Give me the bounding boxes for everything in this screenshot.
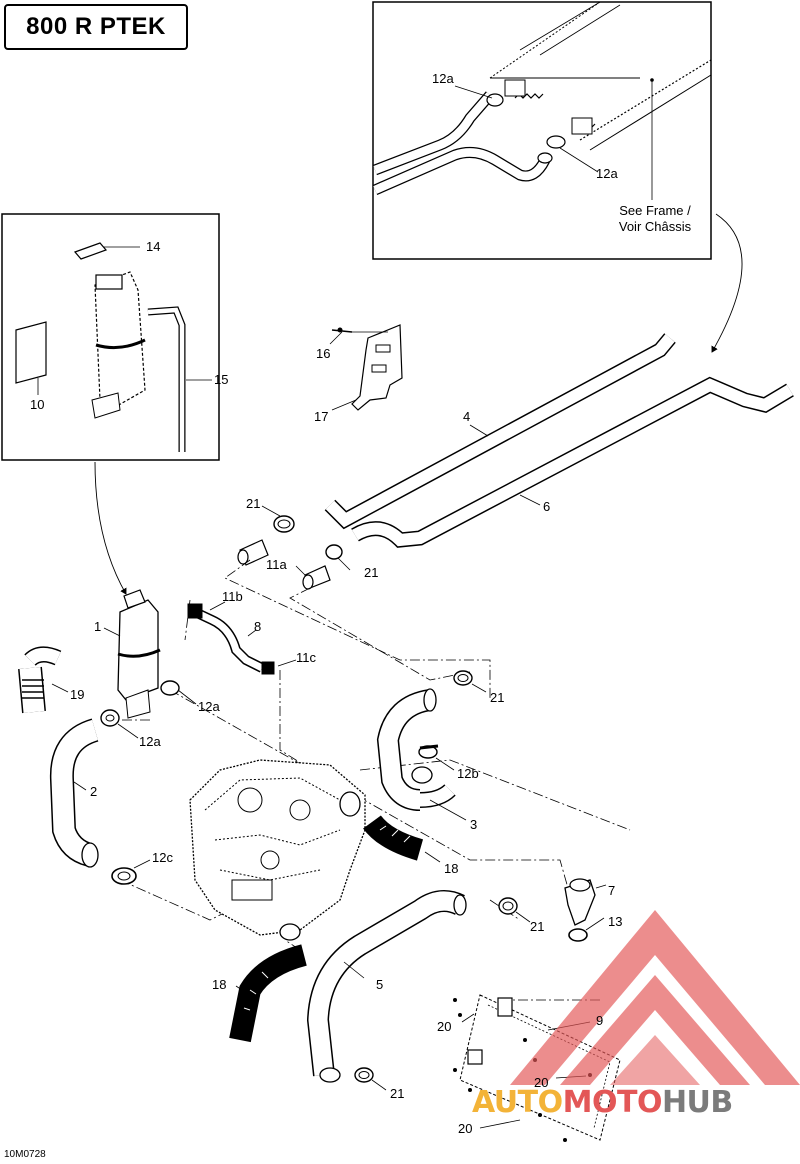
callout-5: 5 xyxy=(376,977,384,992)
hose-2 xyxy=(49,718,99,868)
callout-12a-left: 12a xyxy=(139,734,161,749)
callout-18-left: 18 xyxy=(212,977,227,992)
callout-20-c: 20 xyxy=(458,1121,473,1136)
clamps-12a-left xyxy=(100,680,197,739)
hose-18-left xyxy=(229,944,307,1043)
frame-note-line-2: Voir Châssis xyxy=(618,219,692,234)
callout-9: 9 xyxy=(596,1013,604,1028)
hose-3 xyxy=(376,688,467,821)
drawing-code: 10M0728 xyxy=(4,1149,46,1160)
callout-11c: 11c xyxy=(296,650,316,665)
bracket-17 xyxy=(329,324,403,411)
page-title: 800 R PTEK xyxy=(26,13,166,40)
callout-12a-top-2: 12a xyxy=(596,166,618,181)
callout-11b: 11b xyxy=(222,589,243,604)
callout-1: 1 xyxy=(94,619,102,634)
tank-1 xyxy=(103,589,161,719)
clamp-12c xyxy=(111,859,151,885)
tube-6 xyxy=(351,376,794,548)
callout-12a-top-1: 12a xyxy=(432,71,454,86)
title-box: 800 R PTEK xyxy=(4,4,188,50)
callout-21-right-1: 21 xyxy=(490,690,505,705)
callout-21-right-2: 21 xyxy=(530,919,545,934)
callout-10: 10 xyxy=(30,397,45,412)
hose-8 xyxy=(187,601,297,675)
engine-block xyxy=(189,759,366,941)
callout-21-bottom: 21 xyxy=(390,1086,405,1101)
callout-8: 8 xyxy=(254,619,262,634)
callout-21-top: 21 xyxy=(246,496,261,511)
callout-12b: 12b xyxy=(457,766,479,781)
watermark-part-1: AUTO xyxy=(472,1085,563,1120)
watermark-text: AUTOMOTOHUB xyxy=(472,1085,733,1120)
callout-18-right: 18 xyxy=(444,861,459,876)
clamp-21-right xyxy=(453,670,487,693)
callout-17: 17 xyxy=(314,409,329,424)
watermark-logo xyxy=(510,910,800,1085)
callout-11a: 11a xyxy=(266,557,287,572)
clamp-12b xyxy=(418,744,455,771)
callout-3: 3 xyxy=(470,817,478,832)
clamp-21-bottom xyxy=(354,1067,387,1091)
callout-6: 6 xyxy=(543,499,551,514)
hose-19 xyxy=(18,646,69,714)
callout-15: 15 xyxy=(214,372,229,387)
callout-2: 2 xyxy=(90,784,98,799)
callout-7: 7 xyxy=(608,883,616,898)
frame-note: See Frame / Voir Châssis xyxy=(600,203,710,235)
clamps-group-top xyxy=(237,505,351,590)
callout-16: 16 xyxy=(316,346,331,361)
callout-12a-mid: 12a xyxy=(198,699,220,714)
callout-19: 19 xyxy=(70,687,85,702)
callout-20-a: 20 xyxy=(437,1019,452,1034)
callout-4: 4 xyxy=(463,409,471,424)
elbow-7 xyxy=(564,878,607,942)
frame-inset xyxy=(372,1,712,260)
callout-13: 13 xyxy=(608,914,623,929)
watermark-part-3: HUB xyxy=(661,1085,733,1120)
callout-21-mid: 21 xyxy=(364,565,379,580)
clamp-21-right-mid xyxy=(498,897,531,923)
callout-14: 14 xyxy=(146,239,161,254)
frame-note-line-1: See Frame / xyxy=(619,203,691,218)
callout-12c: 12c xyxy=(152,850,173,865)
tube-4 xyxy=(324,333,676,530)
hose-18-right xyxy=(363,815,441,863)
hose-5 xyxy=(306,890,467,1083)
watermark-part-2: MOTO xyxy=(562,1085,663,1120)
tank-inset xyxy=(1,213,220,461)
callout-20-b: 20 xyxy=(534,1075,549,1090)
